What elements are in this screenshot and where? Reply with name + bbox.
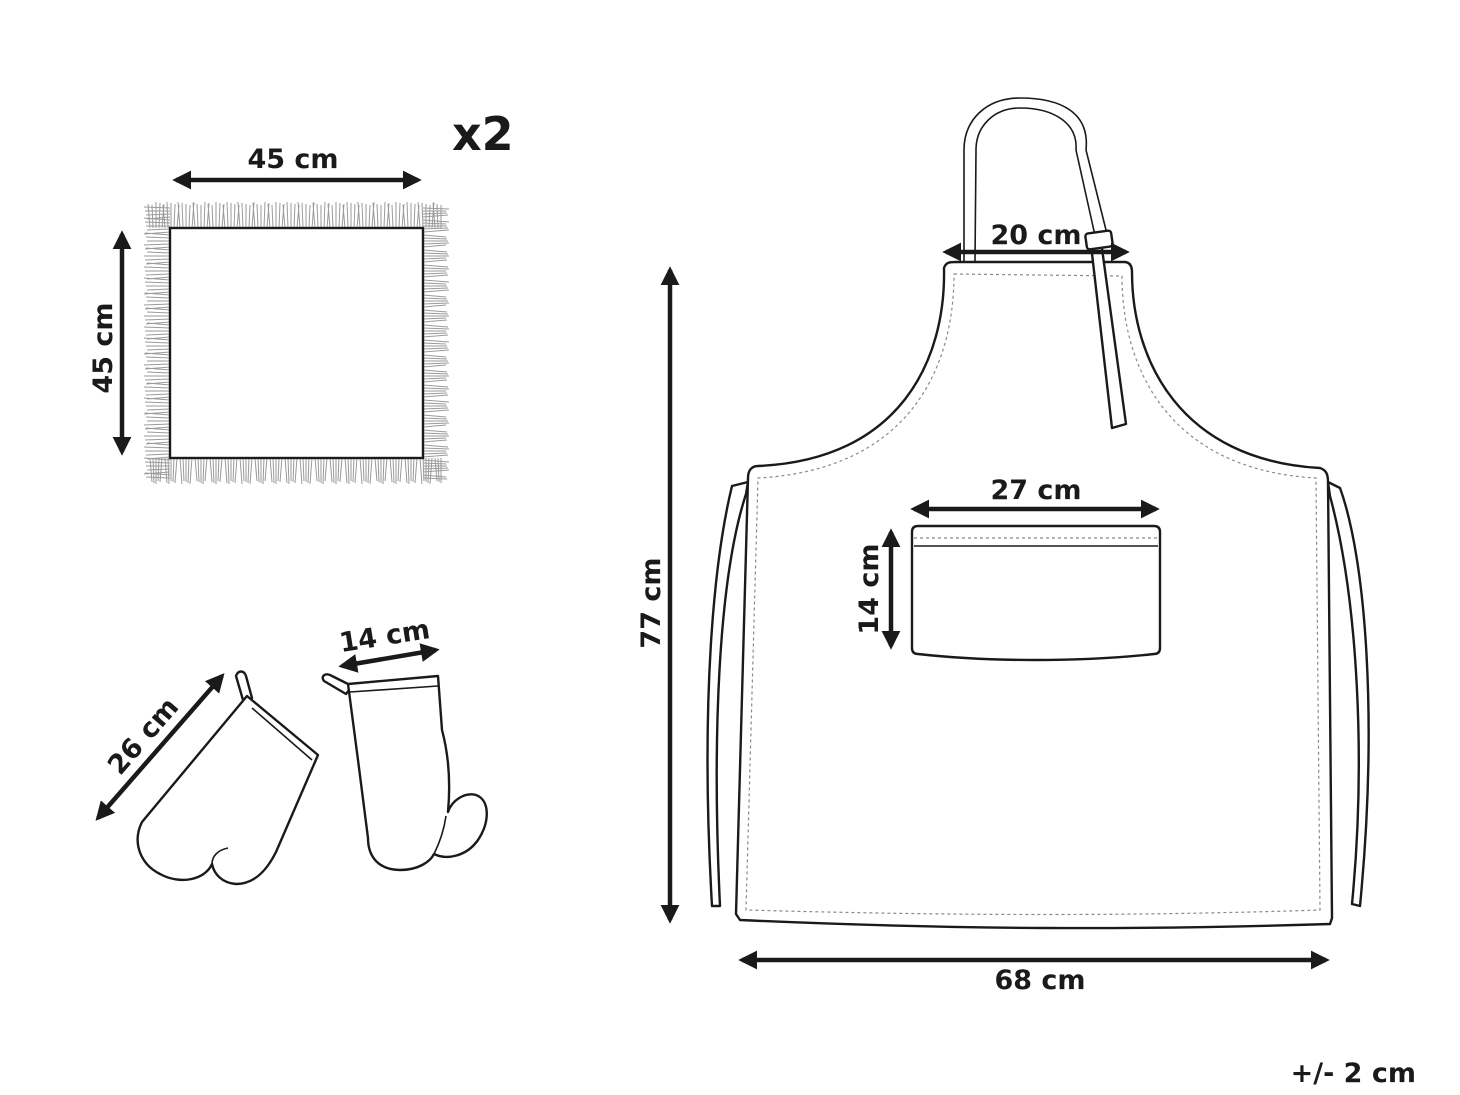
apron-pocket-width-label: 27 cm [990, 475, 1081, 506]
napkin-outline [168, 226, 425, 460]
napkin-quantity-label: x2 [452, 107, 514, 161]
napkin-height-label: 45 cm [88, 302, 119, 393]
apron-left-tie [706, 480, 750, 908]
apron-pocket-height-label: 14 cm [854, 543, 885, 634]
apron-neck-width-label: 20 cm [990, 220, 1081, 251]
oven-mitt-left-tab [234, 670, 254, 702]
apron-height-label: 77 cm [636, 557, 667, 648]
oven-mitt-right-thumb-line [433, 815, 447, 855]
apron-buckle [1084, 229, 1114, 251]
apron-body-stitching [745, 273, 1321, 916]
tolerance-label: +/- 2 cm [1291, 1058, 1416, 1089]
apron-neck-strap [963, 97, 1109, 262]
oven-mitt-right-body [346, 674, 488, 872]
oven-mitt-left-cuff [251, 707, 313, 761]
napkin-drawing [143, 201, 450, 485]
apron-pocket [910, 524, 1162, 662]
apron-drawing [706, 97, 1370, 930]
napkin-fringe [143, 201, 450, 485]
oven-mitt-left [136, 670, 320, 886]
oven-mitt-right-cuff [349, 685, 439, 693]
oven-mitt-left-thumb-line [211, 847, 229, 865]
oven-mitt-right [321, 673, 488, 872]
napkin-width-label: 45 cm [247, 144, 338, 175]
oven-mitt-left-body [136, 694, 320, 886]
oven-mitt-width-arrow [338, 643, 440, 673]
apron-right-tie [1326, 480, 1370, 908]
oven-mitt-length-arrow [95, 673, 225, 821]
apron-width-label: 68 cm [994, 965, 1085, 996]
